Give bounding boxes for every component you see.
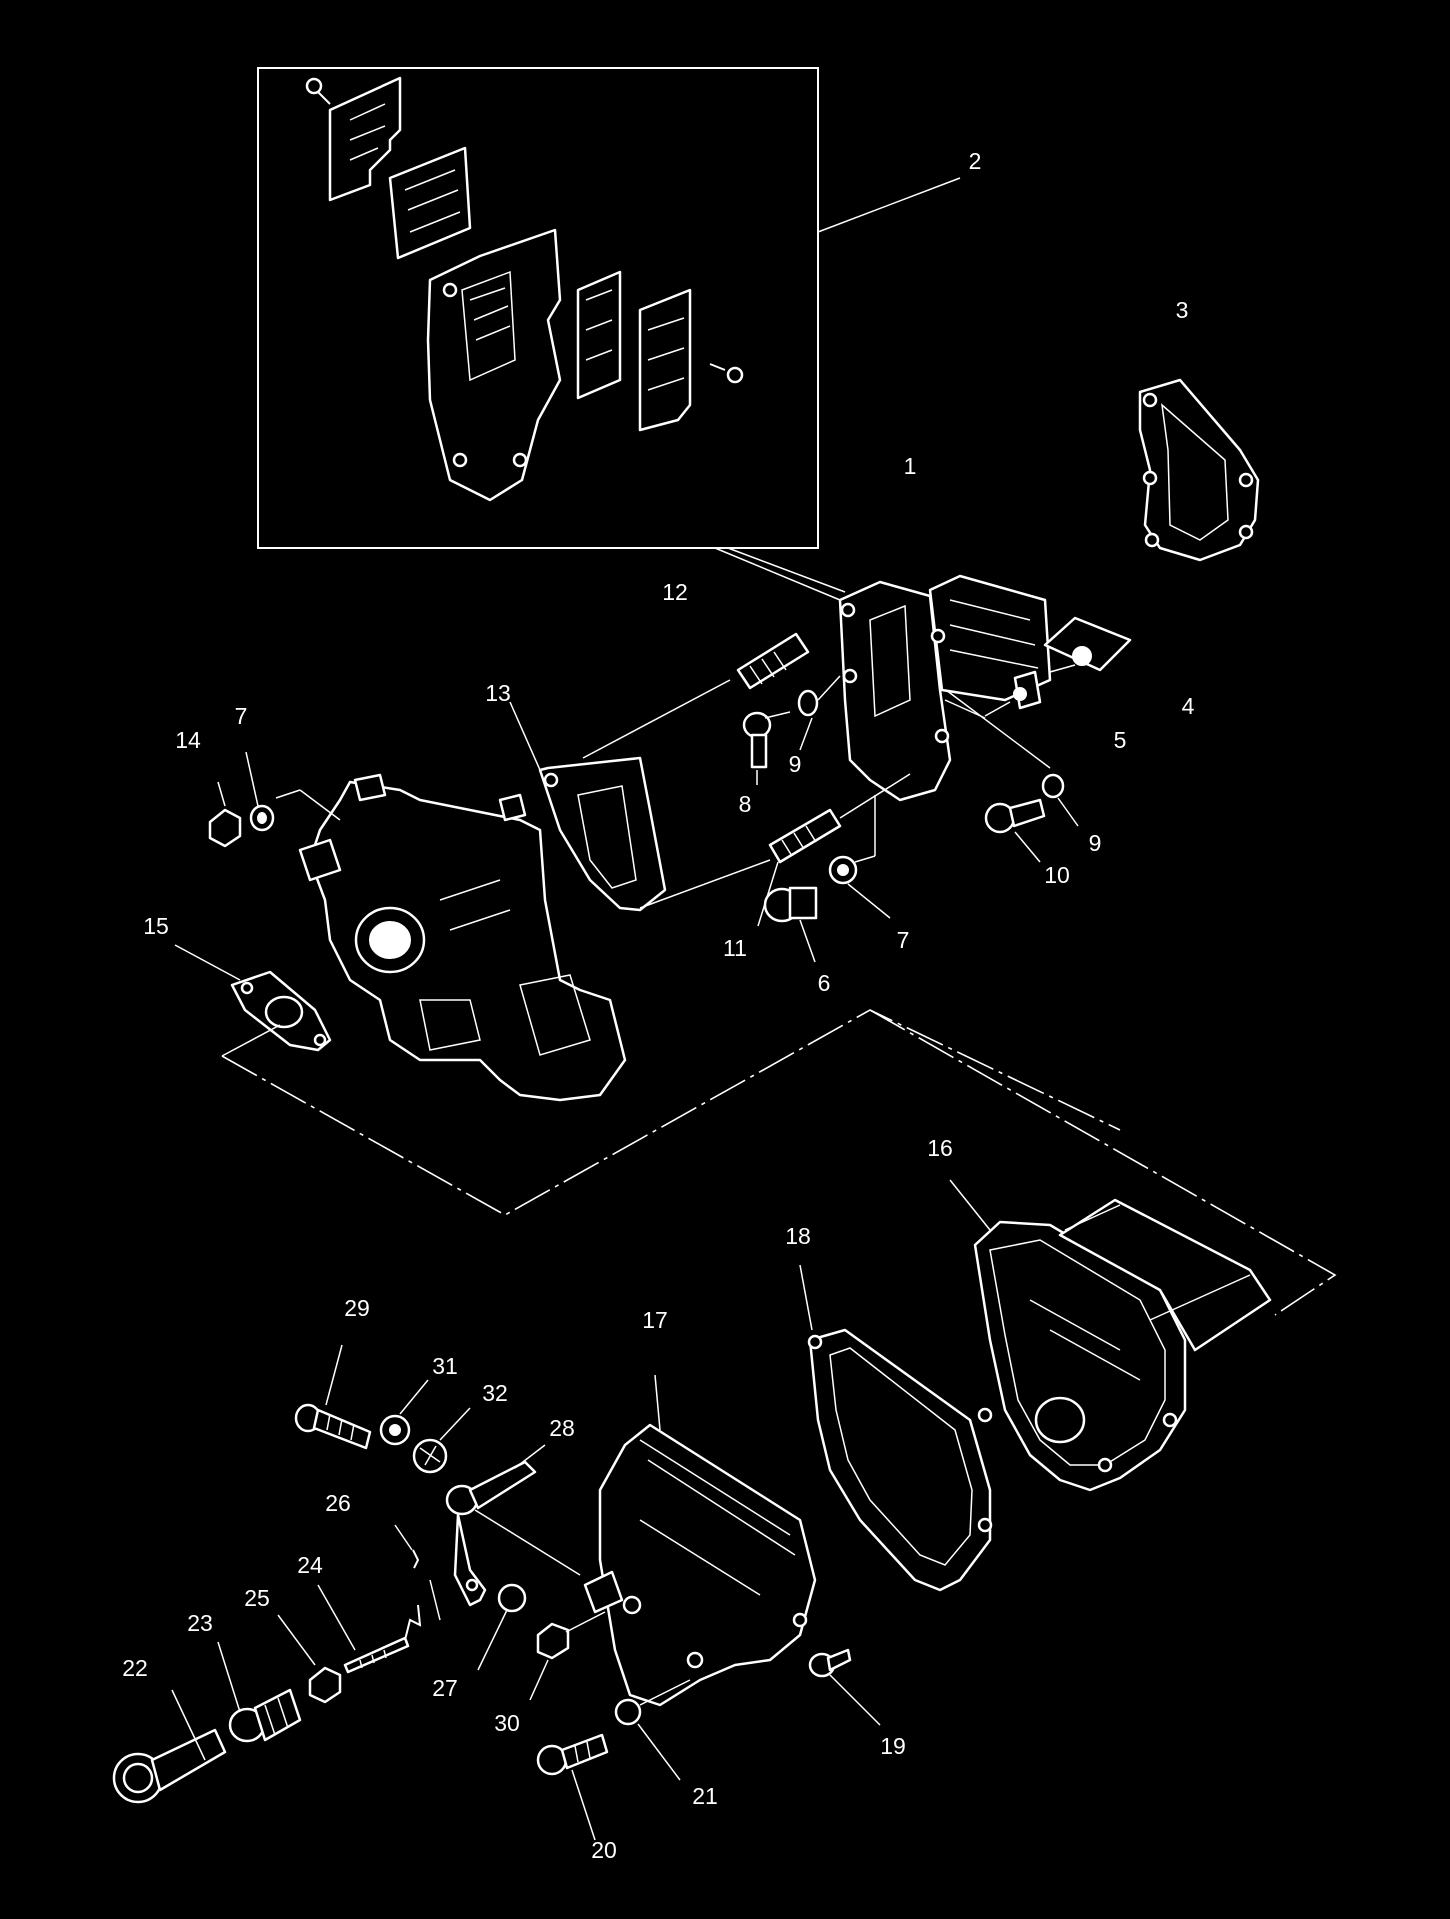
label-19: 19 [880, 1733, 906, 1759]
label-31: 31 [432, 1353, 458, 1379]
nut-part-30 [529, 1611, 606, 1701]
label-17: 17 [642, 1307, 668, 1333]
gasket-part-15 [174, 944, 332, 1057]
washer-part-21 [614, 1679, 691, 1781]
label-21: 21 [692, 1783, 718, 1809]
bolt-part-20 [536, 1733, 609, 1841]
part-labels: 1 2 3 4 5 6 7 7 8 9 9 10 11 12 13 14 15 … [122, 148, 1194, 1863]
stud-part-12 [736, 632, 810, 690]
label-3: 3 [1176, 297, 1189, 323]
label-23: 23 [187, 1610, 213, 1636]
linkage-leaders [171, 1579, 441, 1761]
washer-part-27 [477, 1583, 527, 1671]
label-20: 20 [591, 1837, 617, 1863]
label-16: 16 [927, 1135, 953, 1161]
stud-part-11 [768, 773, 911, 864]
alignment-line-lower [221, 1009, 1121, 1216]
part-5-grommet [984, 670, 1042, 717]
gasket-part-18 [799, 1264, 993, 1592]
label-29: 29 [344, 1295, 370, 1321]
rod-part-24 [343, 1604, 422, 1674]
label-12: 12 [662, 579, 688, 605]
leader-lines-center [756, 689, 1079, 963]
label-24: 24 [297, 1552, 323, 1578]
label-18: 18 [785, 1223, 811, 1249]
label-1: 1 [904, 453, 917, 479]
label-5: 5 [1114, 727, 1127, 753]
bolt-part-6 [763, 886, 818, 923]
label-9-right: 9 [1089, 830, 1102, 856]
label-9-upper: 9 [789, 751, 802, 777]
inset-box [257, 67, 961, 601]
label-15: 15 [143, 913, 169, 939]
air-silencer-part-16 [949, 1179, 1272, 1492]
label-4: 4 [1182, 693, 1195, 719]
gasket-part-13 [509, 679, 771, 912]
label-32: 32 [482, 1380, 508, 1406]
screw-part-19 [808, 1648, 881, 1726]
washer-part-31 [379, 1379, 429, 1446]
label-6: 6 [818, 970, 831, 996]
label-10: 10 [1044, 862, 1070, 888]
label-14: 14 [175, 727, 201, 753]
label-26: 26 [325, 1490, 351, 1516]
lever-part-28 [445, 1444, 581, 1607]
bolt-part-10 [984, 798, 1046, 834]
label-2: 2 [969, 148, 982, 174]
nut-part-14 [208, 808, 242, 848]
knob-part-22 [112, 1728, 227, 1804]
cover-part-17 [583, 1374, 817, 1707]
bolt-part-29 [294, 1344, 372, 1450]
label-25: 25 [244, 1585, 270, 1611]
washer-part-9-upper [797, 675, 841, 717]
label-30: 30 [494, 1710, 520, 1736]
reed-valve-exploded-inset [305, 76, 744, 502]
label-7-left: 7 [235, 703, 248, 729]
alignment-line-right [869, 1009, 1337, 1316]
part-4-block [1043, 616, 1132, 673]
washer-part-7-middle [828, 795, 876, 885]
carburetor-body [275, 773, 627, 1102]
label-28: 28 [549, 1415, 575, 1441]
label-22: 22 [122, 1655, 148, 1681]
bolt-part-8 [742, 711, 791, 769]
label-27: 27 [432, 1675, 458, 1701]
washer-part-7-left [249, 804, 275, 832]
washer-part-9-right [1041, 773, 1065, 799]
gear-part-32 [412, 1407, 471, 1474]
nut-part-25 [308, 1666, 342, 1704]
reed-valve-block-part-1 [838, 574, 1052, 802]
label-13: 13 [485, 680, 511, 706]
label-8: 8 [739, 791, 752, 817]
gasket-part-3 [1138, 378, 1260, 562]
clip-part-26 [394, 1524, 420, 1569]
bushing-part-23 [228, 1688, 302, 1743]
label-7-middle: 7 [897, 927, 910, 953]
label-11: 11 [723, 935, 747, 961]
